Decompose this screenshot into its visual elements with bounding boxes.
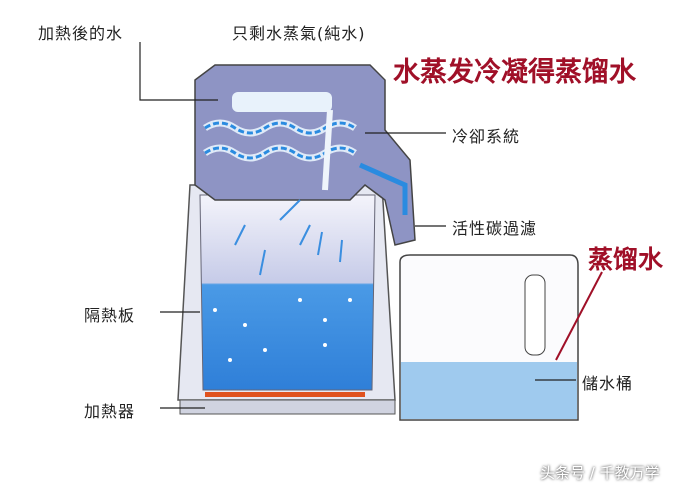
- fan: [232, 92, 332, 112]
- vapor-arrows: [234, 199, 343, 276]
- base: [179, 399, 396, 415]
- watermark: 头条号 / 千教万学: [540, 464, 660, 482]
- boiling-chamber: [199, 194, 376, 391]
- label-heater: 加熱器: [84, 402, 136, 421]
- label-carbon-filter: 活性碳過濾: [452, 219, 538, 238]
- bubbles: [213, 298, 352, 362]
- distilled-pointer: [555, 271, 603, 361]
- heater-element: [205, 392, 365, 397]
- label-cooling-system: 冷卻系統: [452, 127, 521, 146]
- label-insulation-board: 隔熱板: [84, 306, 136, 325]
- label-storage-bucket: 儲水桶: [582, 374, 634, 393]
- cooling-coils: [203, 109, 408, 215]
- tank-handle: [524, 274, 546, 356]
- label-steam-only: 只剩水蒸氣(純水): [232, 24, 366, 43]
- title-annotation: 水蒸发冷凝得蒸馏水: [393, 57, 636, 88]
- label-heated-water: 加熱後的水: [38, 24, 124, 43]
- tank-water: [401, 362, 577, 419]
- leader-lines: [139, 42, 576, 409]
- distilled-water-annotation: 蒸馏水: [588, 245, 664, 274]
